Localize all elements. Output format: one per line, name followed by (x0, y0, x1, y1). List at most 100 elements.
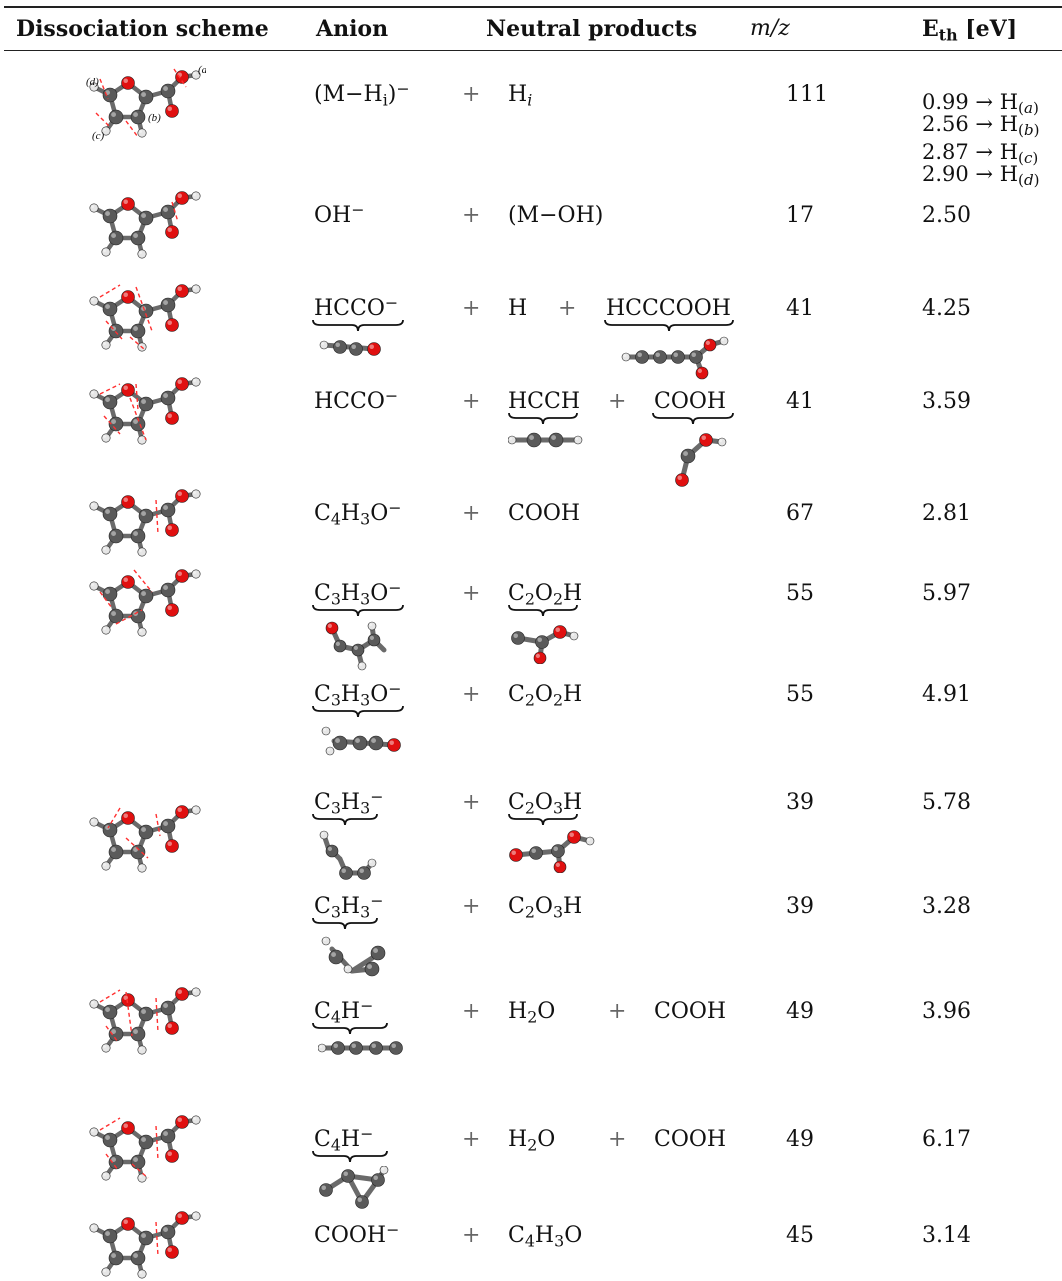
hydrogen-atom (101, 247, 111, 257)
neutral-fragment-model (508, 620, 580, 668)
carbon-atom (160, 390, 176, 406)
neutral-product-2: COOH (654, 1127, 727, 1152)
hydrogen-atom (317, 1043, 327, 1053)
cleavage-line (135, 383, 139, 411)
hydrogen-atom (191, 191, 201, 201)
oxygen-atom (703, 338, 717, 352)
plus-sign: + (462, 894, 481, 919)
carbon-atom (138, 1006, 154, 1022)
neutral-product-1: C2O3H (508, 894, 583, 922)
carbon-atom (160, 204, 176, 220)
anion-fragment-model (318, 721, 404, 765)
hydrogen-atom (569, 631, 579, 641)
furoic-acid-scheme (86, 184, 206, 268)
hydrogen-atom (101, 861, 111, 871)
mz-value: 45 (786, 1223, 814, 1248)
hydrogen-atom (137, 1045, 147, 1055)
carbon-atom (102, 301, 118, 317)
eth-value: 2.87 → H(c) (922, 140, 1039, 168)
carbon-atom (102, 394, 118, 410)
oxygen-atom (175, 191, 189, 205)
carbon-atom (102, 822, 118, 838)
hydrogen-atom (191, 489, 201, 499)
carbon-atom (333, 340, 347, 354)
carbon-atom (160, 1128, 176, 1144)
neutral-fragment-model (620, 335, 730, 385)
hydrogen-atom (89, 1223, 99, 1233)
carbon-atom (138, 1134, 154, 1150)
cleavage-line (99, 78, 109, 100)
oxygen-atom (387, 738, 401, 752)
plus-sign: + (462, 1223, 481, 1248)
cleavage-line (125, 120, 139, 138)
underbrace (508, 412, 578, 425)
hydrogen-atom (101, 625, 111, 635)
carbon-atom (108, 416, 124, 432)
site-label-d: (d) (86, 76, 99, 88)
carbon-atom (160, 582, 176, 598)
anion-formula: OH− (314, 199, 365, 228)
carbon-atom (138, 210, 154, 226)
oxygen-atom (121, 575, 135, 589)
neutral-product-1: H (508, 296, 528, 321)
furoic-acid-scheme (86, 798, 206, 882)
hydrogen-atom (101, 545, 111, 555)
cleavage-line (135, 286, 153, 332)
underbrace (508, 604, 578, 617)
carbon-atom (535, 635, 549, 649)
carbon-atom (389, 1041, 403, 1055)
neutral-product-1: HCCH (508, 389, 581, 414)
cleavage-line (173, 68, 187, 88)
cleavage-line (129, 397, 147, 441)
carbon-atom (160, 818, 176, 834)
plus-sign: + (608, 999, 627, 1024)
hydrogen-atom (357, 661, 367, 671)
eth-value: 3.59 (922, 389, 971, 414)
oxygen-atom (165, 411, 179, 425)
hydrogen-atom (89, 501, 99, 511)
plus-sign: + (462, 1127, 481, 1152)
carbon-atom (351, 643, 365, 657)
hydrogen-atom (89, 82, 99, 92)
eth-value: 2.90 → H(d) (922, 162, 1040, 190)
mz-value: 55 (786, 581, 814, 606)
carbon-atom (138, 824, 154, 840)
mz-value: 41 (786, 389, 814, 414)
carbon-atom (371, 1173, 385, 1187)
underbrace (312, 813, 378, 826)
carbon-atom (319, 1183, 333, 1197)
eth-value: 5.97 (922, 581, 971, 606)
carbon-atom (529, 846, 543, 860)
eth-value: 3.96 (922, 999, 971, 1024)
carbon-atom (102, 1004, 118, 1020)
neutral-fragment-model (508, 829, 596, 877)
hydrogen-atom (89, 203, 99, 213)
carbon-atom (635, 350, 649, 364)
underbrace (312, 1150, 388, 1163)
hydrogen-atom (137, 547, 147, 557)
hydrogen-atom (137, 863, 147, 873)
carbon-atom (102, 506, 118, 522)
carbon-atom (653, 350, 667, 364)
hydrogen-atom (101, 340, 111, 350)
carbon-atom (160, 297, 176, 313)
anion-formula: C4H− (314, 995, 374, 1027)
neutral-product-1: H2O (508, 1127, 556, 1155)
carbon-atom (130, 230, 146, 246)
hydrogen-atom (379, 1165, 389, 1175)
neutral-product-1: H2O (508, 999, 556, 1027)
neutral-product-1: (M−OH) (508, 203, 604, 228)
carbon-atom (102, 208, 118, 224)
hydrogen-atom (621, 352, 631, 362)
header-rule (4, 50, 1062, 51)
anion-fragment-model (318, 620, 390, 678)
hydrogen-atom (367, 621, 377, 631)
header-eth: Eth [eV] (922, 16, 1018, 45)
carbon-atom (102, 87, 118, 103)
hydrogen-atom (101, 1043, 111, 1053)
eth-value: 5.78 (922, 790, 971, 815)
neutral-product-1: C4H3O (508, 1223, 583, 1251)
anion-formula: HCCO− (314, 292, 399, 321)
anion-formula: C3H3− (314, 786, 384, 818)
